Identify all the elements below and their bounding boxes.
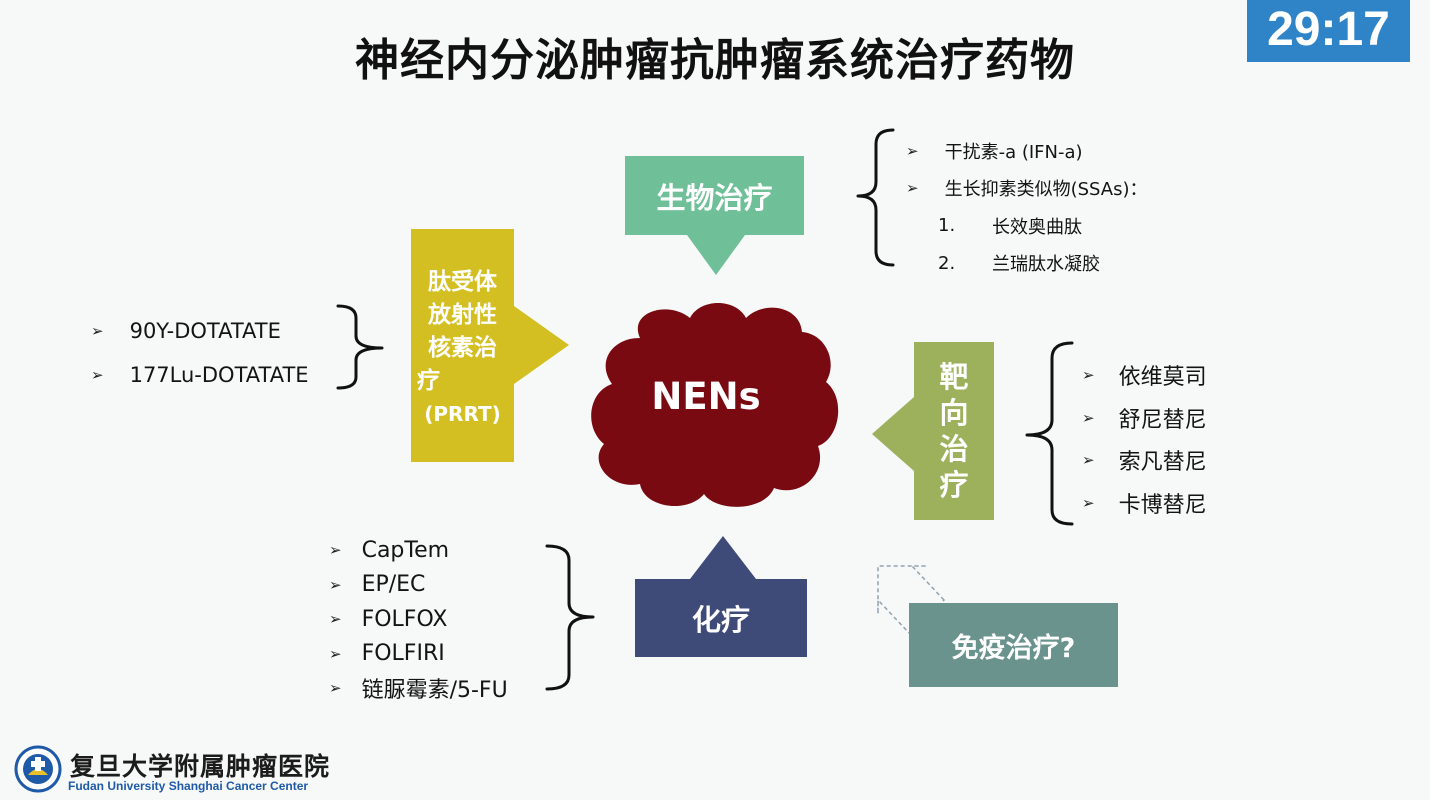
list-item: ➢ 177Lu-DOTATATE [91, 353, 309, 397]
arrow-bullet-icon: ➢ [329, 610, 342, 629]
arrow-bullet-icon: ➢ [906, 141, 919, 160]
targeted-label-line: 向 [939, 396, 969, 430]
bracket-chemo [545, 544, 595, 691]
chemo-regimen: CapTem [361, 537, 450, 563]
targeted-drug: 舒尼替尼 [1118, 407, 1207, 433]
arrow-bullet-icon: ➢ [91, 322, 104, 340]
arrow-bullet-icon: ➢ [1082, 493, 1095, 512]
list-item: ➢ 依维莫司 [1082, 354, 1207, 397]
targeted-drug: 索凡替尼 [1118, 450, 1207, 476]
countdown-timer: 29:17 [1247, 0, 1410, 62]
slide-title: 神经内分泌肿瘤抗肿瘤系统治疗药物 [355, 35, 1075, 86]
targeted-label-line: 治 [939, 432, 969, 466]
list-number: 2. [938, 252, 956, 274]
list-item: ➢ 卡博替尼 [1082, 482, 1207, 525]
hospital-name-cn: 复旦大学附属肿瘤医院 [70, 752, 331, 781]
arrow-bullet-icon: ➢ [91, 366, 104, 384]
bio-item-text: 兰瑞肽水凝胶 [992, 254, 1100, 276]
bio-therapy-list: ➢ 干扰素-a (IFN-a) ➢ 生长抑素类似物(SSAs)： 1. 长效奥曲… [906, 132, 1148, 282]
list-item: ➢ 干扰素-a (IFN-a) [906, 132, 1148, 170]
immunotherapy-box: 免疫治疗? [909, 603, 1118, 687]
prrt-label-line: (PRRT) [424, 402, 501, 426]
prrt-label-line: 放射性 [428, 302, 497, 328]
arrow-bullet-icon: ➢ [1082, 408, 1095, 427]
list-item: ➢ 生长抑素类似物(SSAs)： [906, 170, 1148, 208]
prrt-drug: 177Lu-DOTATATE [129, 363, 309, 387]
list-item: ➢ FOLFOX [329, 602, 508, 637]
bracket-bio [856, 128, 895, 267]
bio-therapy-label: 生物治疗 [656, 180, 773, 215]
targeted-drug: 依维莫司 [1118, 365, 1207, 391]
bio-item-text: 生长抑素类似物(SSAs)： [944, 179, 1148, 201]
arrow-bullet-icon: ➢ [329, 575, 342, 594]
hospital-logo-icon [14, 745, 62, 793]
list-item: ➢ 90Y-DOTATATE [91, 309, 309, 353]
arrow-bullet-icon: ➢ [329, 679, 342, 698]
prrt-label-line: 核素治 [428, 335, 497, 361]
bio-item-text: 长效奥曲肽 [992, 216, 1082, 238]
chemo-regimen: FOLFIRI [361, 641, 445, 667]
targeted-label-line: 靶 [939, 360, 969, 394]
list-item: ➢ 舒尼替尼 [1082, 397, 1207, 440]
list-item: ➢ FOLFIRI [329, 637, 508, 672]
chemo-arrow [690, 536, 756, 579]
list-number: 1. [938, 215, 956, 237]
chemo-regimen: 链脲霉素/5-FU [361, 678, 508, 704]
prrt-arrow [514, 306, 569, 384]
chemo-regimen: EP/EC [361, 572, 426, 598]
targeted-label-line: 疗 [939, 468, 969, 502]
prrt-label-line: 肽受体 [428, 269, 497, 295]
hospital-name-en: Fudan University Shanghai Cancer Center [68, 779, 309, 793]
chemotherapy-box: 化疗 [635, 579, 807, 657]
list-item: ➢ EP/EC [329, 568, 508, 603]
prrt-drug-list: ➢ 90Y-DOTATATE ➢ 177Lu-DOTATATE [91, 309, 309, 397]
nens-cloud [591, 303, 839, 507]
list-item: ➢ 索凡替尼 [1082, 439, 1207, 482]
list-item: ➢ CapTem [329, 533, 508, 568]
immunotherapy-label: 免疫治疗? [951, 632, 1076, 664]
targeted-drug: 卡博替尼 [1118, 492, 1207, 518]
bracket-prrt [336, 304, 384, 390]
list-item: ➢ 链脲霉素/5-FU [329, 671, 508, 706]
arrow-bullet-icon: ➢ [1082, 366, 1095, 385]
nens-label: NENs [651, 375, 761, 418]
prrt-box: 肽受体 放射性 核素治 疗 (PRRT) [411, 229, 514, 462]
prrt-drug: 90Y-DOTATATE [129, 319, 281, 343]
targeted-drug-list: ➢ 依维莫司 ➢ 舒尼替尼 ➢ 索凡替尼 ➢ 卡博替尼 [1082, 354, 1207, 524]
list-item: 1. 长效奥曲肽 [906, 207, 1148, 245]
chemotherapy-label: 化疗 [691, 603, 750, 637]
bracket-target [1025, 341, 1074, 526]
bio-item-text: 干扰素-a (IFN-a) [944, 141, 1083, 163]
arrow-bullet-icon: ➢ [1082, 451, 1095, 470]
bio-arrow [687, 235, 745, 275]
prrt-label-line: 疗 [417, 368, 440, 394]
chemo-regimen-list: ➢ CapTem ➢ EP/EC ➢ FOLFOX ➢ FOLFIRI ➢ 链脲… [329, 533, 508, 706]
targeted-therapy-box: 靶 向 治 疗 [914, 342, 994, 520]
bio-therapy-box: 生物治疗 [625, 156, 804, 235]
arrow-bullet-icon: ➢ [329, 541, 342, 560]
chemo-regimen: FOLFOX [361, 606, 448, 632]
targeted-arrow [872, 397, 914, 471]
list-item: 2. 兰瑞肽水凝胶 [906, 245, 1148, 283]
arrow-bullet-icon: ➢ [329, 644, 342, 663]
arrow-bullet-icon: ➢ [906, 179, 919, 198]
immuno-dashed-arrow [877, 565, 946, 636]
